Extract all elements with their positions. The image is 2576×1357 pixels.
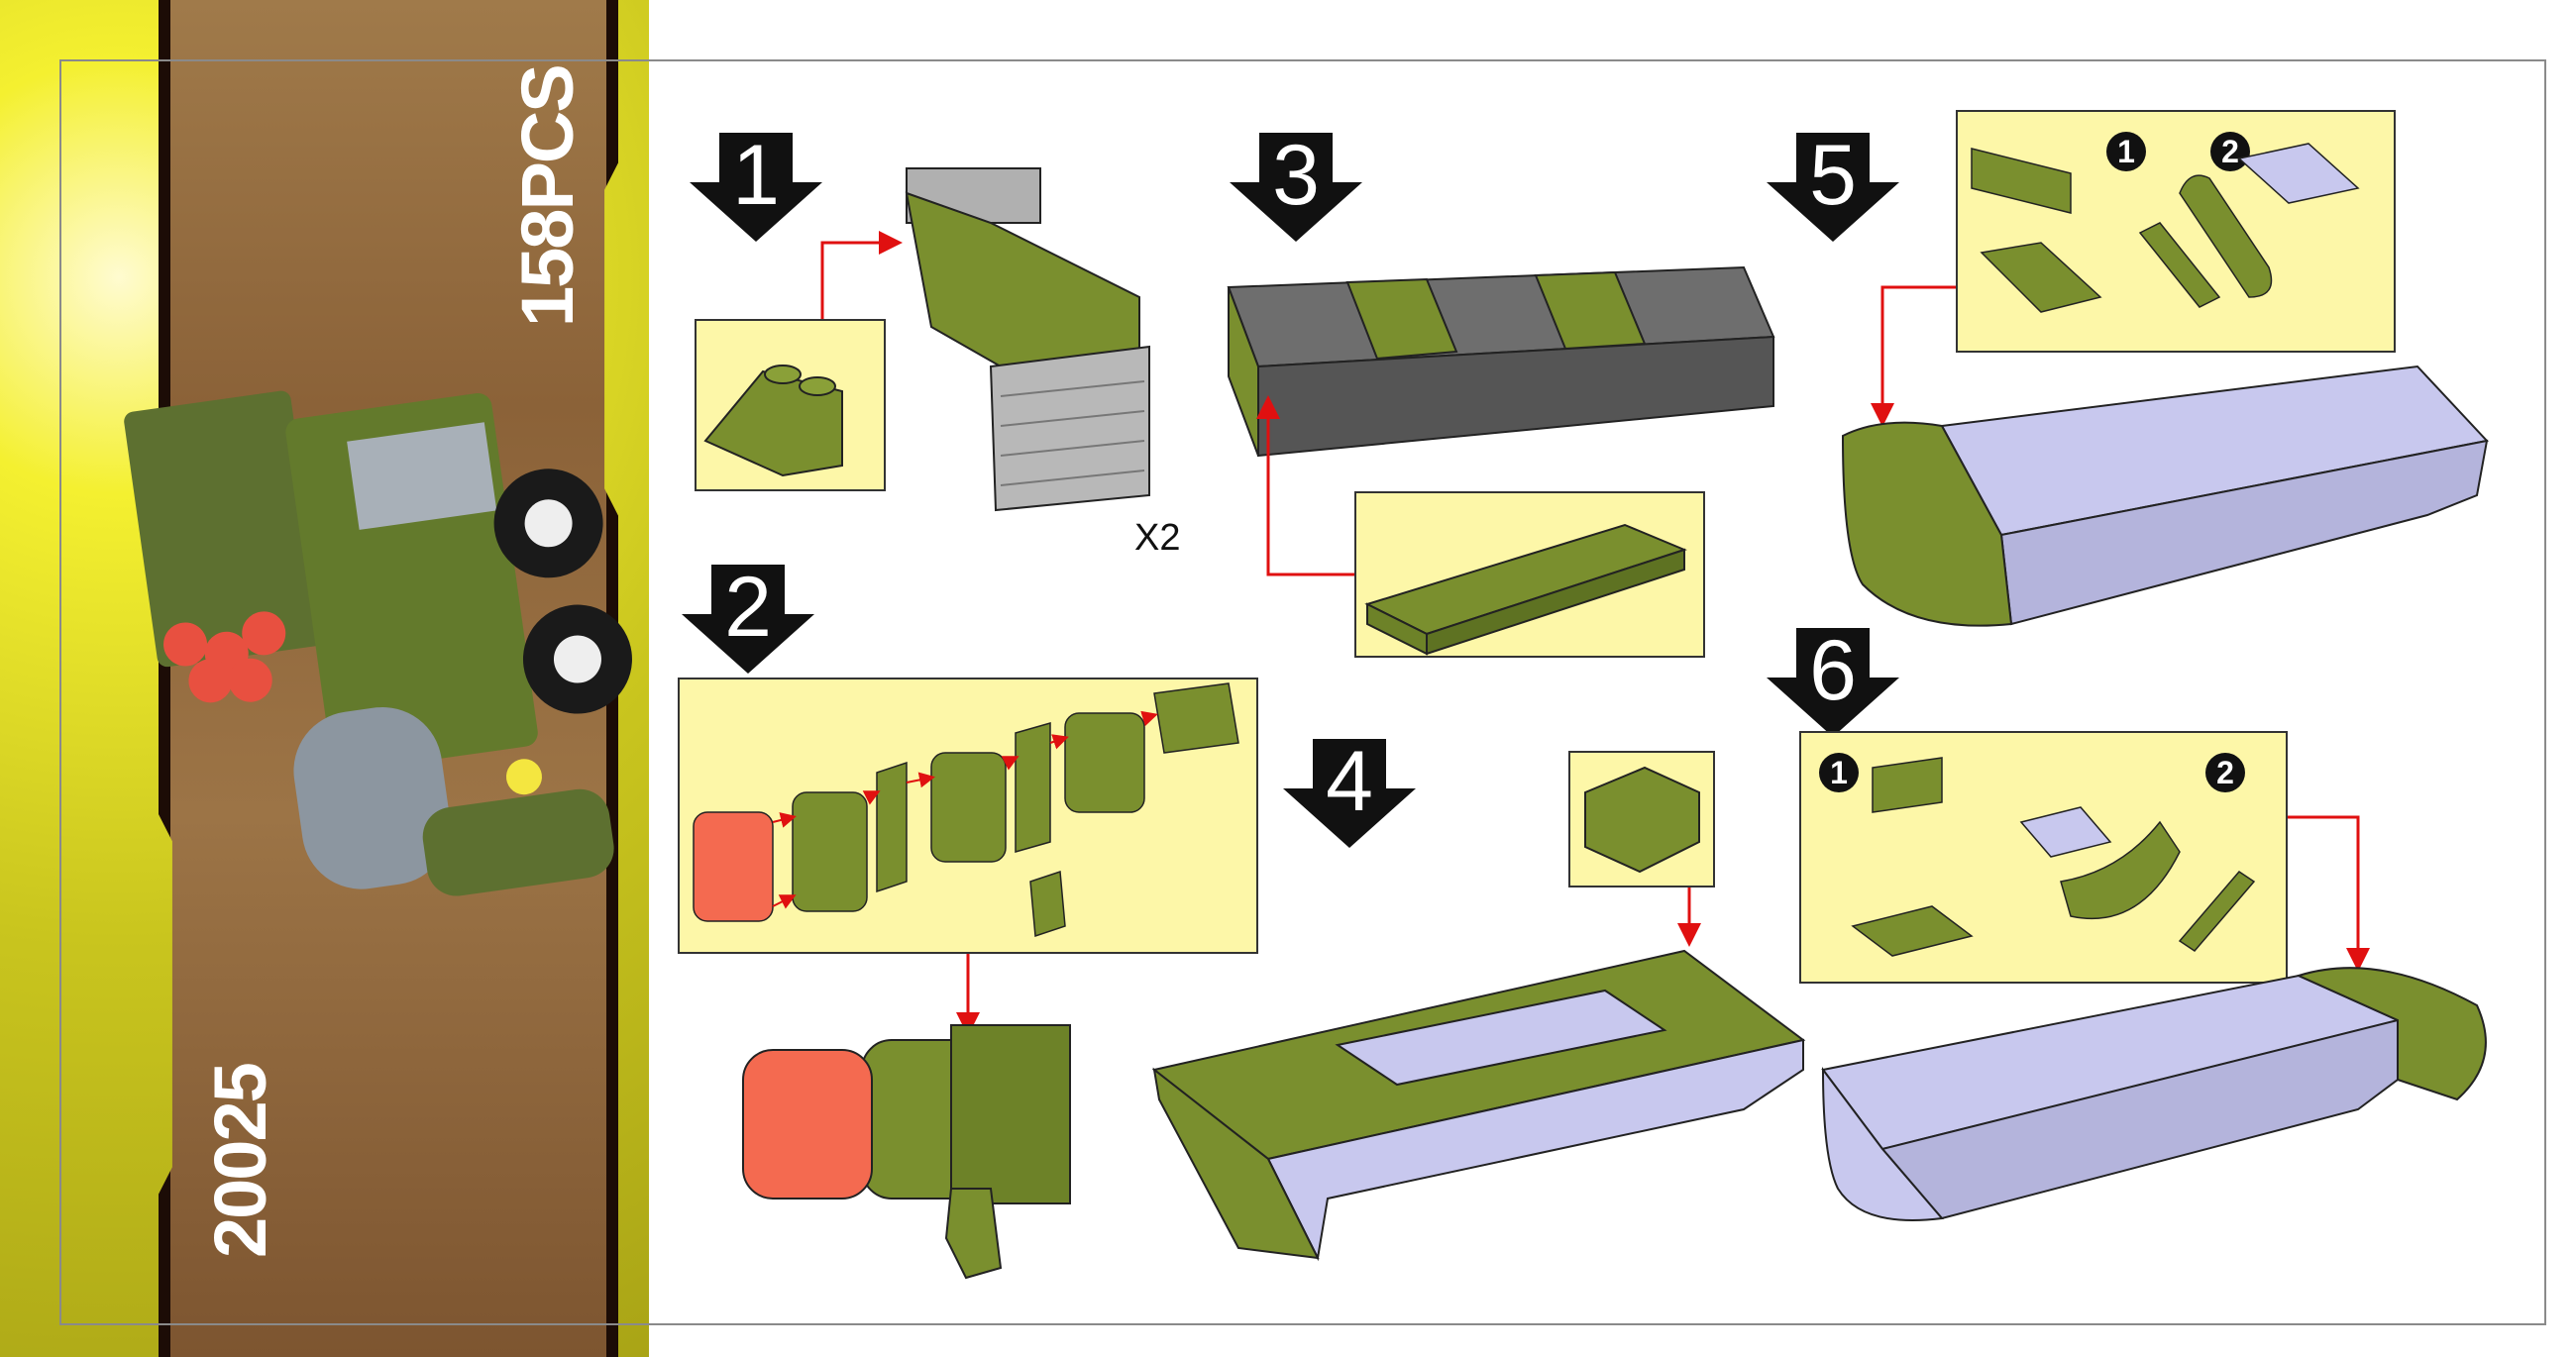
step-2-rocket-pod — [742, 1024, 1071, 1280]
step-4-chassis — [1151, 949, 1806, 1262]
step-2-parts — [693, 682, 1239, 938]
substep-1-badge: 1 — [1819, 753, 1859, 792]
step-5-chassis — [1841, 365, 2489, 627]
substep-1-badge: 1 — [2106, 132, 2146, 171]
step-5-parts-panel: 1 2 — [1956, 110, 2396, 353]
step-3-plate — [1364, 523, 1687, 656]
step-5-subparts — [1971, 143, 2360, 313]
step-3-arrow: 3 — [1230, 128, 1362, 242]
step-1-assembly — [905, 167, 1150, 512]
step-3-number: 3 — [1272, 128, 1320, 223]
step-4-arrow: 4 — [1283, 734, 1416, 848]
step-2-number: 2 — [724, 560, 772, 655]
vehicle-image — [124, 390, 632, 896]
step-1-slope-brick — [703, 365, 843, 477]
substep-2-badge: 2 — [2205, 753, 2245, 792]
step-6-subparts — [1851, 757, 2256, 957]
step-5-number: 5 — [1809, 128, 1857, 223]
step-1-number: 1 — [732, 128, 780, 223]
step-6-number: 6 — [1809, 623, 1857, 718]
rocket-tips — [163, 611, 286, 703]
step-3-base — [1227, 265, 1775, 458]
step-1-multiplier: X2 — [1134, 517, 1181, 559]
cover-banner: 158PCS 20025 — [0, 0, 649, 1357]
step-2-arrow: 2 — [682, 560, 814, 674]
step-6-chassis — [1821, 967, 2487, 1221]
step-1-arrow: 1 — [690, 128, 822, 242]
step-4-number: 4 — [1326, 734, 1373, 829]
step-6-arrow: 6 — [1767, 623, 1899, 737]
substep-2-badge: 2 — [2210, 132, 2250, 171]
step-5-arrow: 5 — [1767, 128, 1899, 242]
step-4-slope-brick — [1584, 766, 1700, 874]
